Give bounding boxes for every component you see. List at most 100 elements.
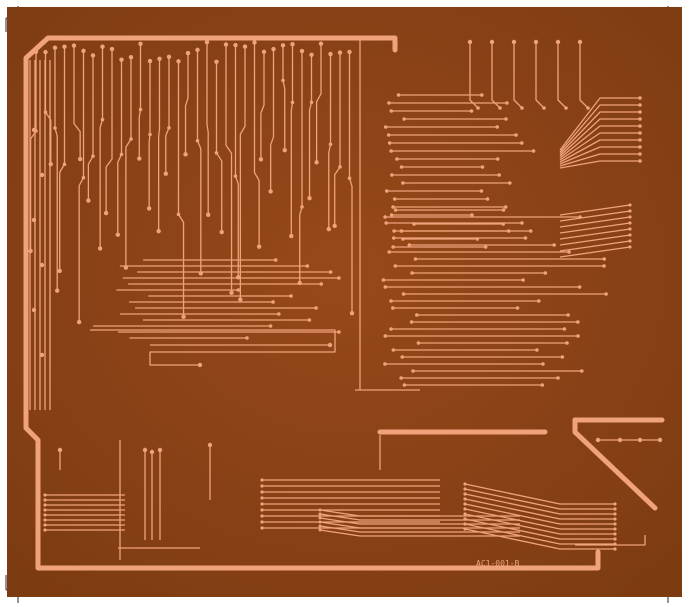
solder-pad [392,236,396,240]
solder-pad [520,106,524,110]
solder-pad [326,226,331,232]
solder-pad [576,320,580,324]
copper-trace [464,523,615,545]
copper-trace [73,45,81,160]
solder-pad [638,131,642,135]
solder-pad [483,245,488,249]
copper-trace [117,59,123,235]
solder-pad [206,212,211,217]
solder-pad [347,176,352,181]
solder-pad [103,210,109,216]
solder-pad [307,196,312,201]
solder-pad [261,49,267,55]
copper-trace [559,125,640,159]
solder-pad [389,149,393,153]
copper-trace [319,529,520,537]
solder-pad [400,355,405,359]
solder-pad [48,161,54,167]
solder-pad [392,197,397,201]
solder-pad [214,151,219,155]
solder-pad [579,369,584,373]
solder-pad [271,300,275,304]
solder-pad [475,237,480,241]
solder-pad [119,57,124,62]
copper-trace [138,43,142,159]
solder-pad [233,42,238,48]
solder-pad [628,227,632,231]
solder-pad [489,39,495,45]
solder-pad [328,142,333,147]
solder-pad [401,292,406,296]
solder-pad [396,93,401,97]
solder-pad [260,502,264,506]
solder-pad [638,145,642,149]
solder-pad [260,496,264,500]
solder-pad [252,40,257,45]
copper-trace [559,234,631,246]
solder-pad [43,513,47,517]
copper-trace [464,493,615,515]
solder-pad [81,48,86,54]
copper-trace [269,49,275,192]
copper-trace [319,513,520,521]
solder-pad [411,369,415,373]
solder-pad [81,175,86,180]
copper-trace [464,483,615,505]
solder-pad [43,110,48,114]
solder-pad [520,221,524,225]
solder-pad [560,355,565,359]
solder-pad [277,312,281,316]
solder-pad [389,109,394,113]
copper-trace [299,51,303,283]
solder-pad [53,126,57,130]
solder-pad [463,482,467,486]
solder-pad [214,59,219,65]
solder-pad [399,165,404,169]
solder-pad [463,497,467,501]
solder-pad [260,484,264,488]
solder-pad [148,132,152,137]
solder-pad [501,222,505,226]
solder-pad [223,42,229,47]
solder-pad [602,264,606,268]
solder-pad [415,313,419,317]
solder-pad [463,527,467,531]
solder-pad [501,208,506,212]
solder-pad [337,276,341,280]
solder-pad [297,280,302,286]
solder-pad [552,243,556,247]
copper-trace [206,42,209,215]
solder-pad [383,285,388,289]
solder-pad [470,213,474,217]
solder-pad [628,239,632,243]
solder-pad [183,152,188,157]
solder-pad [383,362,387,366]
copper-trace [559,146,640,165]
solder-pad [504,117,508,121]
solder-pad [613,547,617,551]
solder-pad [176,212,181,217]
solder-pad [463,492,467,496]
solder-pad [268,189,273,194]
solder-pad [163,171,168,176]
copper-trace [559,240,631,252]
solder-pad [57,268,62,274]
copper-trace [290,44,294,237]
solder-pad [137,156,142,161]
solder-pad [511,39,517,45]
solder-pad [260,478,264,482]
solder-pad [613,522,617,526]
solder-pad [391,245,395,249]
solder-pad [576,334,580,338]
solder-pad [319,282,324,286]
copper-trace [557,42,567,109]
solder-pad [578,215,582,219]
solder-pad [387,101,391,105]
solder-pad [290,41,295,47]
solder-pad [28,248,33,254]
solder-pad [393,208,398,212]
solder-pad [519,141,524,145]
solder-pad [207,442,213,448]
copper-trace [559,210,631,222]
solder-pad [233,174,238,178]
